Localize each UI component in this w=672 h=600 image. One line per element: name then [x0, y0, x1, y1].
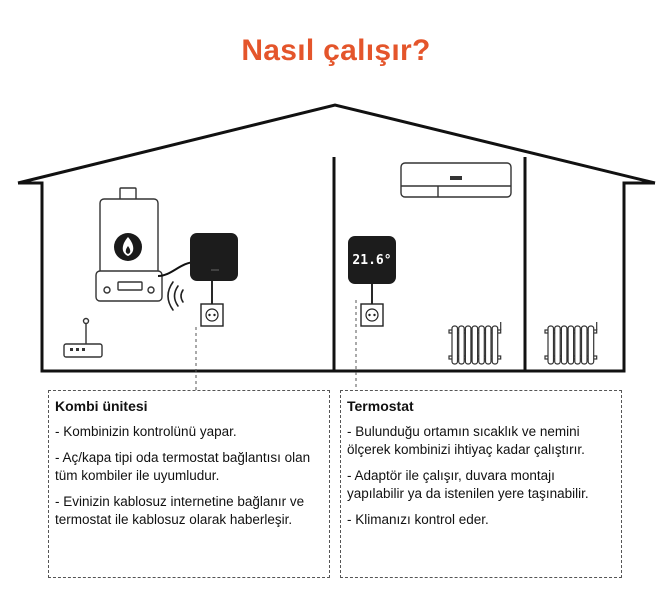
- termostat-item: - Adaptör ile çalışır, duvara montajı ya…: [347, 468, 589, 501]
- thermostat-display: 21.6°: [352, 253, 391, 268]
- wifi-signal-icon: [167, 281, 184, 311]
- page-title: Nasıl çalışır?: [241, 34, 431, 67]
- kombi-heading: Kombi ünitesi: [55, 398, 148, 414]
- router-icon: [63, 317, 103, 358]
- termostat-item: - Klimanızı kontrol eder.: [347, 512, 489, 527]
- thermostat-icon: 21.6°: [348, 236, 396, 284]
- leader-lines: [195, 300, 357, 390]
- house-outline: [17, 103, 656, 373]
- radiator-icon: [448, 322, 502, 365]
- gateway-device-icon: [190, 233, 238, 281]
- radiator-icon: [544, 322, 598, 365]
- power-outlet-icon: [360, 303, 384, 327]
- kombi-item: - Evinizin kablosuz internetine bağlanır…: [55, 494, 305, 527]
- termostat-item: - Bulunduğu ortamın sıcaklık ve nemini ö…: [347, 424, 585, 457]
- termostat-heading: Termostat: [347, 398, 414, 414]
- air-conditioner-icon: [400, 162, 512, 198]
- kombi-item: - Aç/kapa tipi oda termostat bağlantısı …: [55, 450, 311, 483]
- power-outlet-icon: [200, 303, 224, 327]
- termostat-info-box: Termostat - Bulunduğu ortamın sıcaklık v…: [340, 390, 622, 578]
- kombi-info-box: Kombi ünitesi - Kombinizin kontrolünü ya…: [48, 390, 330, 578]
- boiler-icon: [95, 187, 163, 302]
- kombi-item: - Kombinizin kontrolünü yapar.: [55, 424, 237, 439]
